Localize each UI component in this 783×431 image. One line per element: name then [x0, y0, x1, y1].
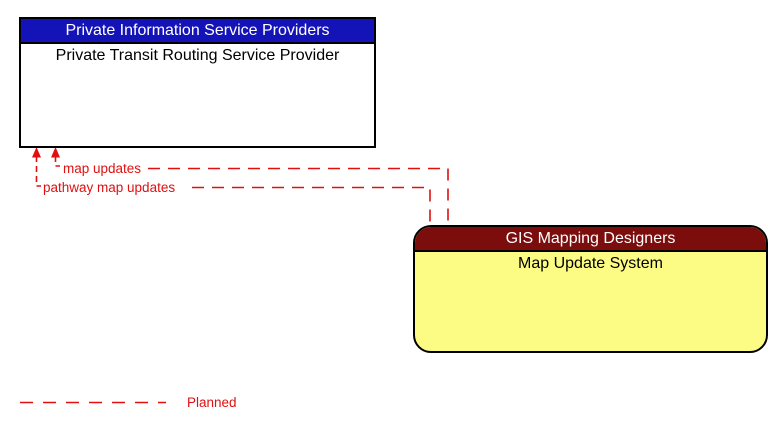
flow-line-pathway-map-updates-stub: [35, 156, 41, 187]
entity-name: Map Update System: [518, 255, 663, 272]
entity-name: Private Transit Routing Service Provider: [55, 47, 340, 64]
entity-group-header: Private Information Service Providers: [21, 19, 374, 44]
flow-label-pathway-map-updates[interactable]: pathway map updates: [43, 180, 176, 195]
flow-line-map-updates: [148, 167, 449, 223]
entity-private-transit-routing-service-provider[interactable]: Private Information Service Providers Pr…: [19, 17, 376, 148]
flow-line-pathway-map-updates: [192, 186, 431, 223]
arrowhead-map-updates: [51, 147, 60, 158]
entity-group-header: GIS Mapping Designers: [415, 227, 766, 252]
flow-line-map-updates-stub: [54, 156, 60, 167]
flow-label-map-updates[interactable]: map updates: [63, 161, 142, 176]
entity-map-update-system[interactable]: GIS Mapping Designers Map Update System: [413, 225, 768, 353]
legend-planned-label: Planned: [187, 395, 237, 410]
arrowhead-pathway-map-updates: [32, 147, 41, 158]
